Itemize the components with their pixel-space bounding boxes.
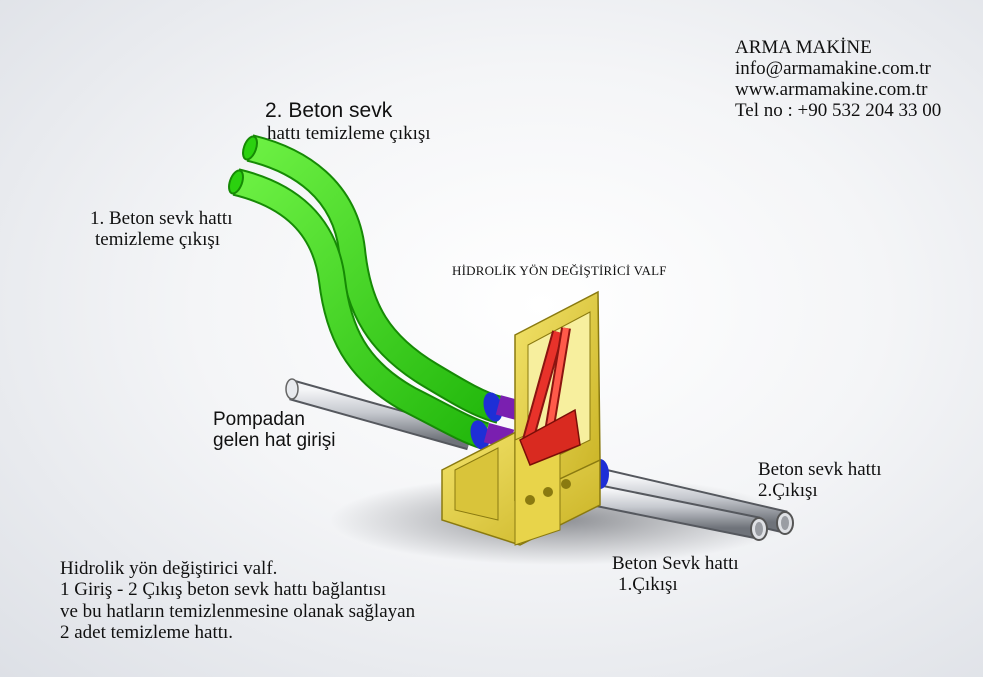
inlet-label-line2: gelen hat girişi	[213, 430, 336, 452]
outlet-2-label: Beton sevk hattı 2.Çıkışı	[758, 459, 881, 502]
cleanout-2-label-line2: hattı temizleme çıkışı	[267, 122, 431, 144]
outlet-pipe-2	[592, 466, 794, 535]
inlet-pipe	[285, 378, 473, 451]
description-line: 1 Giriş - 2 Çıkış beton sevk hattı bağla…	[60, 579, 387, 601]
outlet-1-label-line2: 1.Çıkışı	[618, 574, 678, 596]
description-line: 2 adet temizleme hattı.	[60, 621, 234, 643]
company-email: info@armamakine.com.tr	[735, 57, 931, 79]
outlet-2-label-line1: Beton sevk hattı	[758, 459, 882, 480]
description-line: ve bu hatların temizlenmesine olanak sağ…	[60, 600, 416, 622]
company-contact-block: ARMA MAKİNE info@armamakine.com.tr www.a…	[735, 37, 942, 122]
company-website: www.armamakine.com.tr	[735, 78, 928, 100]
valve-title-label: HİDROLİK YÖN DEĞİŞTİRİCİ VALF	[452, 263, 667, 278]
outlet-pipe-1	[567, 478, 768, 541]
cleanout-1-label-line2: temizleme çıkışı	[95, 229, 221, 251]
cleanout-pipe-1	[228, 168, 490, 450]
cleanout-1-label: 1. Beton sevk hattı temizleme çıkışı	[90, 208, 232, 251]
description-line: Hidrolik yön değiştirici valf.	[60, 558, 278, 579]
cleanout-2-label: 2. Beton sevk hattı temizleme çıkışı	[265, 99, 431, 144]
outlet-1-label-line1: Beton Sevk hattı	[612, 553, 739, 574]
hydraulic-cylinders	[519, 327, 581, 466]
outlet-2-label-line2: 2.Çıkışı	[758, 480, 818, 502]
inlet-label-line1: Pompadan	[213, 409, 305, 430]
outlet-1-label: Beton Sevk hattı 1.Çıkışı	[612, 553, 739, 596]
cleanout-2-label-line1: 2. Beton sevk	[265, 99, 393, 122]
cleanout-pipe-2	[242, 134, 504, 424]
inlet-label: Pompadan gelen hat girişi	[213, 409, 336, 452]
company-name: ARMA MAKİNE	[735, 37, 872, 58]
cleanout-1-label-line1: 1. Beton sevk hattı	[90, 208, 233, 229]
company-phone: Tel no : +90 532 204 33 00	[735, 99, 942, 121]
description-block: Hidrolik yön değiştirici valf. 1 Giriş -…	[60, 558, 415, 643]
